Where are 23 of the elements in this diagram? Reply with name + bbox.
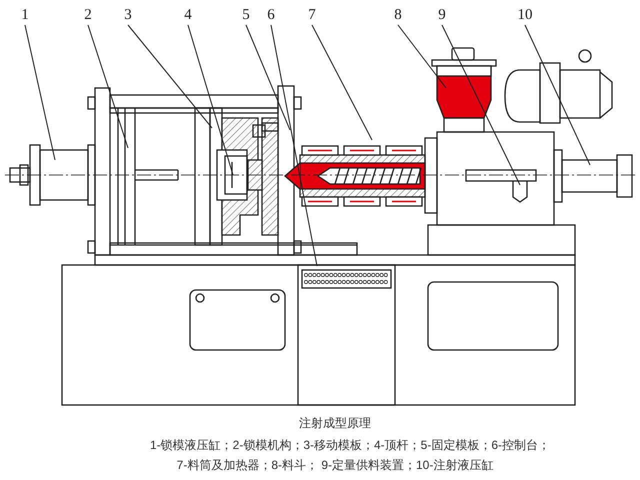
leader-line xyxy=(524,24,590,166)
leader-line xyxy=(270,24,318,266)
callout-number: 4 xyxy=(184,8,192,23)
callout-number: 10 xyxy=(518,8,532,23)
key-text: 7-料筒及加热器；8-料斗； 9-定量供料装置；10-注射液压缸 xyxy=(176,458,494,472)
callout-number: 7 xyxy=(308,8,316,23)
callout-number: 5 xyxy=(242,8,250,23)
key-text: 1-锁模液压缸；2-锁模机构；3-移动模板；4-顶杆；5-固定模板；6-控制台； xyxy=(150,438,550,452)
leader-line xyxy=(442,24,520,186)
callout-number: 2 xyxy=(84,8,92,23)
callout-number: 9 xyxy=(438,8,446,23)
leader-line xyxy=(246,24,290,130)
callout-number: 3 xyxy=(124,8,132,23)
leader-line xyxy=(128,24,212,128)
callout-number: 1 xyxy=(21,8,29,23)
leader-line xyxy=(188,24,234,176)
leader-line xyxy=(24,24,56,160)
leader-line xyxy=(312,24,372,140)
callout-number: 6 xyxy=(267,8,275,23)
leader-line xyxy=(88,24,128,148)
leader-line xyxy=(398,24,446,88)
callout-number: 8 xyxy=(394,8,402,23)
caption: 注射成型原理 xyxy=(299,416,371,430)
